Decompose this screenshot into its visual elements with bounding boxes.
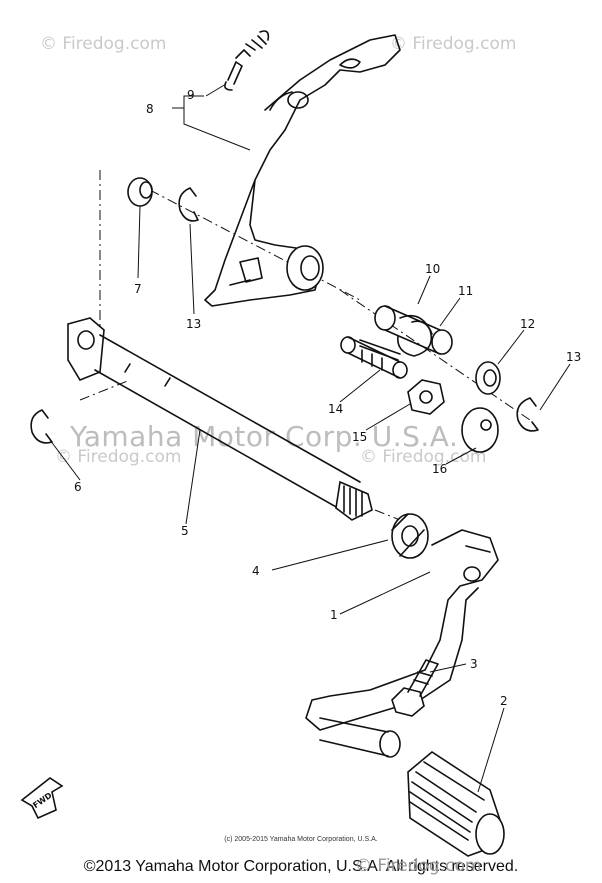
washer-part-12: [475, 361, 501, 395]
callout-16: 16: [432, 462, 448, 476]
shift-pedal-part-1: [305, 529, 499, 758]
footrest-rubber-part-2: [407, 751, 505, 857]
spring-part-11: [359, 314, 433, 361]
callout-13: 13: [186, 317, 202, 331]
nut-part-15: [407, 379, 445, 415]
collar-part-7: [127, 177, 153, 207]
watermark-firedog: © Firedog.com: [390, 34, 517, 54]
shift-arm-part-8: [204, 34, 401, 307]
callout-5: 5: [181, 524, 189, 538]
callout-1: 1: [330, 608, 338, 622]
spring-part-9: [224, 30, 270, 91]
plate-part-16: [461, 407, 499, 453]
collar-part-10: [374, 305, 453, 355]
leader-line: [149, 189, 361, 301]
watermark-yamaha: Yamaha Motor Corp. U.S.A.: [70, 420, 459, 453]
watermark-firedog: © Firedog.com: [360, 447, 487, 467]
callout-11: 11: [458, 284, 474, 298]
bolt-part-3: [391, 659, 439, 717]
circlip-part-6: [30, 409, 53, 444]
callout-2: 2: [500, 694, 508, 708]
callout-12: 12: [520, 317, 536, 331]
watermark-firedog: © Firedog.com: [355, 856, 482, 876]
callout-14: 14: [328, 402, 344, 416]
callout-8: 8: [146, 102, 154, 116]
leader-line: [79, 379, 131, 401]
callout-3: 3: [470, 657, 478, 671]
circlip-part-13: [516, 397, 539, 432]
oil-seal-part-4: [391, 513, 429, 559]
circlip-part-13: [178, 187, 199, 222]
copyright-small: (c) 2005-2015 Yamaha Motor Corporation, …: [224, 836, 378, 843]
fwd-arrow-icon: [20, 777, 64, 820]
callout-13: 13: [566, 350, 582, 364]
copyright-main: ©2013 Yamaha Motor Corporation, U.S.A. A…: [83, 858, 519, 875]
watermark-firedog: © Firedog.com: [55, 447, 182, 467]
bolt-part-14: [340, 336, 408, 379]
callout-15: 15: [352, 430, 368, 444]
callout-9: 9: [187, 88, 195, 102]
watermark-firedog: © Firedog.com: [40, 34, 167, 54]
callout-10: 10: [425, 262, 441, 276]
callout-6: 6: [74, 480, 82, 494]
callout-7: 7: [134, 282, 142, 296]
callout-4: 4: [252, 564, 260, 578]
leader-line: [339, 289, 531, 421]
callout-leaders: [49, 83, 571, 793]
leader-line: [374, 509, 401, 521]
shift-shaft-part-5: [67, 317, 373, 521]
